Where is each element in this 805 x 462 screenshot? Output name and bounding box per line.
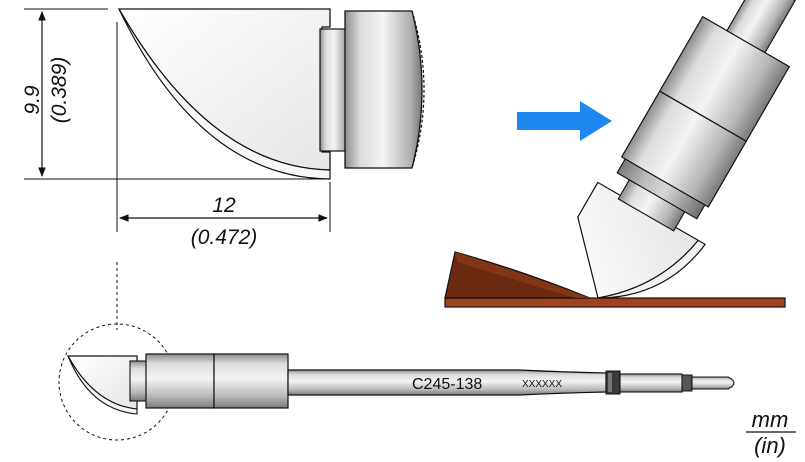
cartridge-body-front bbox=[145, 353, 215, 409]
tip-blade-face bbox=[118, 8, 331, 180]
usage-view bbox=[444, 0, 796, 308]
cartridge-body-rear bbox=[213, 353, 289, 409]
height-mm-label: 9.9 bbox=[21, 85, 44, 115]
dimension-view: 9.9 (0.389) 12 (0.472) bbox=[21, 8, 425, 249]
units-legend: mm (in) bbox=[746, 407, 796, 458]
pcb-board bbox=[444, 297, 786, 308]
cartridge-sensor-tip bbox=[691, 376, 735, 390]
cartridge-ring-highlight bbox=[608, 373, 612, 392]
height-in-label: (0.389) bbox=[48, 57, 71, 124]
right-arrow-icon bbox=[517, 101, 612, 141]
tilted-tip bbox=[577, 0, 796, 299]
cartridge-rear-tube bbox=[619, 373, 683, 393]
unit-mm-label: mm bbox=[752, 407, 789, 432]
cartridge-code-label: XXXXXX bbox=[522, 379, 562, 390]
cartridge-blade-face bbox=[67, 355, 138, 415]
right-arrow-shape bbox=[517, 101, 612, 141]
solder-fillet-highlight bbox=[455, 252, 590, 298]
unit-in-label: (in) bbox=[754, 433, 786, 458]
cartridge-model-label: C245-138 bbox=[412, 376, 482, 393]
length-in-label: (0.472) bbox=[191, 226, 258, 249]
tip-neck bbox=[319, 28, 349, 152]
tip-body bbox=[344, 10, 423, 169]
tilted-tip-shaft bbox=[726, 0, 796, 54]
cartridge-view: C245-138 XXXXXX bbox=[66, 353, 735, 415]
tip-body-break-line bbox=[411, 10, 425, 169]
tilted-tip-blade-face bbox=[597, 239, 707, 299]
cartridge-rear-band bbox=[681, 374, 693, 392]
length-mm-label: 12 bbox=[212, 194, 236, 217]
